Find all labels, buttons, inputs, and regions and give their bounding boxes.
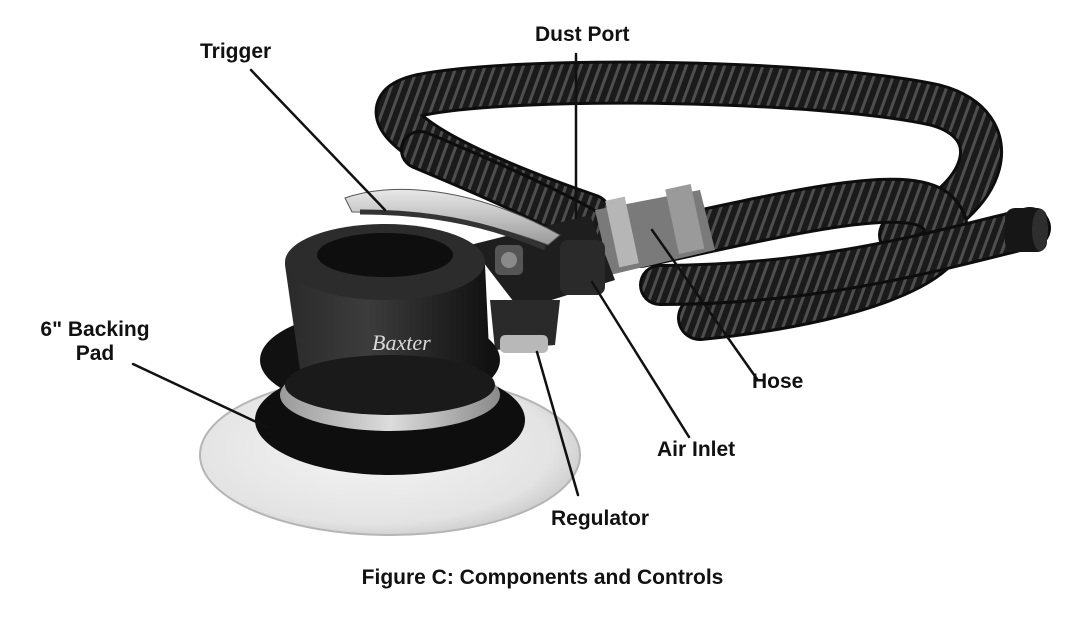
hose	[374, 60, 1051, 341]
trigger	[344, 188, 561, 251]
leader-lines	[131, 52, 759, 497]
hose-label: Hose	[752, 370, 804, 393]
hose-coupler	[595, 184, 715, 275]
sander-body	[470, 215, 615, 353]
hose-leader	[650, 228, 759, 381]
backing-pad-label-line1: 6" Backing	[40, 318, 150, 341]
backing-pad-label: 6" Backing Pad	[30, 318, 160, 366]
backing-pad	[199, 355, 581, 536]
trigger-label: Trigger	[200, 40, 272, 63]
figure-caption: Figure C: Components and Controls	[361, 566, 724, 589]
backing-pad-label-line2: Pad	[75, 342, 115, 365]
air-inlet-label: Air Inlet	[657, 438, 736, 461]
air-inlet-leader	[590, 280, 691, 439]
trigger-leader	[249, 68, 387, 212]
backing-pad-leader	[131, 362, 269, 429]
brand-mark: Baxter	[372, 330, 431, 355]
regulator-leader	[535, 350, 580, 497]
dust-port-label: Dust Port	[535, 23, 630, 46]
regulator-label: Regulator	[551, 507, 650, 530]
